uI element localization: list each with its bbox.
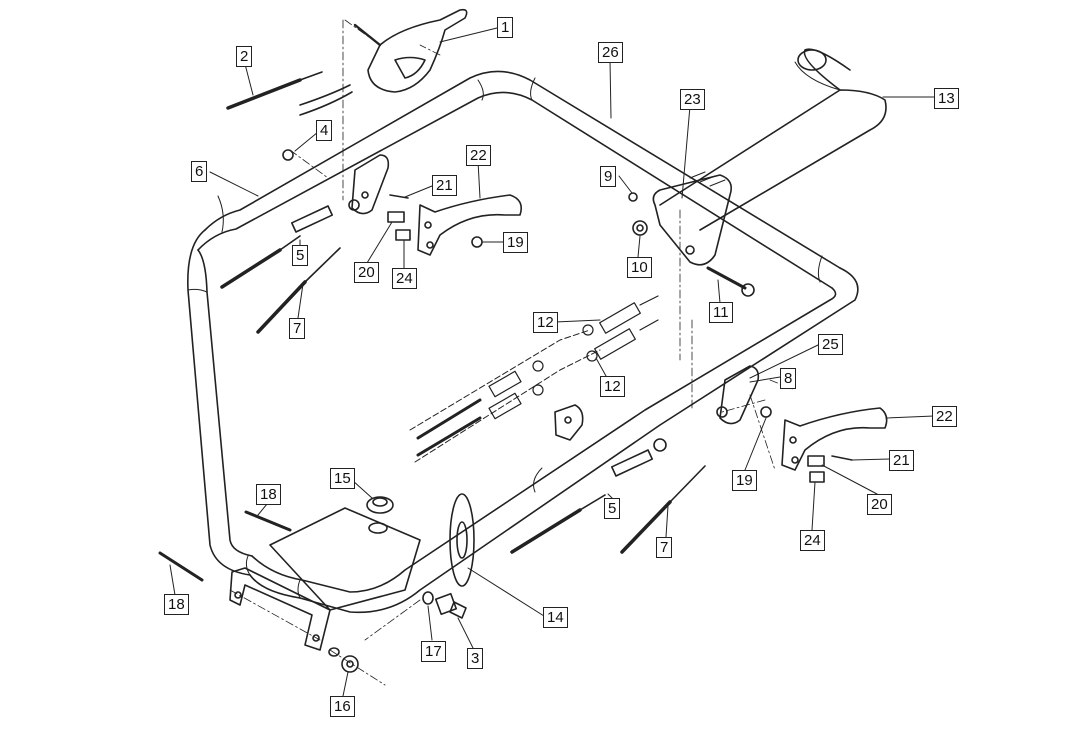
callout-24-right: 24 bbox=[800, 530, 825, 551]
callout-9: 9 bbox=[600, 166, 617, 187]
washer-9 bbox=[628, 192, 638, 202]
callout-26: 26 bbox=[598, 42, 623, 63]
left-cable-7 bbox=[256, 247, 341, 334]
right-cable-5 bbox=[510, 438, 667, 554]
flange-14 bbox=[449, 493, 475, 587]
callout-12-lower: 12 bbox=[600, 376, 625, 397]
callout-6: 6 bbox=[191, 161, 208, 182]
callout-23: 23 bbox=[680, 89, 705, 110]
callout-4: 4 bbox=[316, 120, 333, 141]
callout-16: 16 bbox=[330, 696, 355, 717]
right-bracket bbox=[716, 365, 760, 425]
callout-22-left: 22 bbox=[466, 145, 491, 166]
callout-7-left: 7 bbox=[289, 318, 306, 339]
callout-24-left: 24 bbox=[392, 268, 417, 289]
front-bracket bbox=[229, 567, 331, 651]
left-lever-22 bbox=[417, 194, 523, 256]
callout-15: 15 bbox=[330, 468, 355, 489]
nut-10 bbox=[632, 220, 648, 236]
callout-21-left: 21 bbox=[432, 175, 457, 196]
control-lever bbox=[299, 8, 468, 116]
left-bracket bbox=[348, 154, 390, 215]
callout-13: 13 bbox=[934, 88, 959, 109]
cable-assembly-12 bbox=[409, 295, 659, 463]
assembly-lines bbox=[229, 19, 796, 686]
callout-20-left: 20 bbox=[354, 262, 379, 283]
handlebar-frame bbox=[187, 70, 859, 614]
callout-19-right: 19 bbox=[732, 470, 757, 491]
cable-2 bbox=[226, 71, 323, 110]
callout-5-right: 5 bbox=[604, 498, 621, 519]
leader-lines bbox=[169, 27, 935, 697]
callout-20-right: 20 bbox=[867, 494, 892, 515]
callout-18-lower: 18 bbox=[164, 594, 189, 615]
handle-grip bbox=[659, 48, 887, 231]
clamp-plate bbox=[554, 404, 584, 441]
callout-8: 8 bbox=[780, 368, 797, 389]
bolts-18 bbox=[158, 510, 292, 582]
left-cable-5 bbox=[220, 205, 334, 289]
callout-21-right: 21 bbox=[889, 450, 914, 471]
bolt-11 bbox=[706, 266, 755, 297]
handle-bracket bbox=[652, 171, 733, 266]
callout-14: 14 bbox=[543, 607, 568, 628]
callout-2: 2 bbox=[236, 46, 253, 67]
callout-12-upper: 12 bbox=[533, 312, 558, 333]
callout-1: 1 bbox=[497, 17, 514, 38]
callout-11: 11 bbox=[709, 302, 733, 323]
nut-16 bbox=[341, 655, 359, 673]
left-fasteners bbox=[282, 149, 483, 248]
right-fasteners bbox=[760, 406, 853, 483]
callout-5-left: 5 bbox=[292, 245, 309, 266]
fitting-3 bbox=[434, 592, 467, 619]
callout-18-upper: 18 bbox=[256, 484, 281, 505]
grommet-15 bbox=[366, 496, 394, 514]
callout-25: 25 bbox=[818, 334, 843, 355]
callout-19-left: 19 bbox=[503, 232, 528, 253]
callout-10: 10 bbox=[627, 257, 652, 278]
callout-7-right: 7 bbox=[656, 537, 673, 558]
right-cable-7 bbox=[620, 465, 706, 554]
callout-17: 17 bbox=[421, 641, 446, 662]
right-lever-22 bbox=[781, 407, 888, 471]
callout-22-right: 22 bbox=[932, 406, 957, 427]
callout-3: 3 bbox=[467, 648, 484, 669]
base-plate bbox=[269, 507, 421, 611]
washers-17 bbox=[328, 591, 434, 657]
